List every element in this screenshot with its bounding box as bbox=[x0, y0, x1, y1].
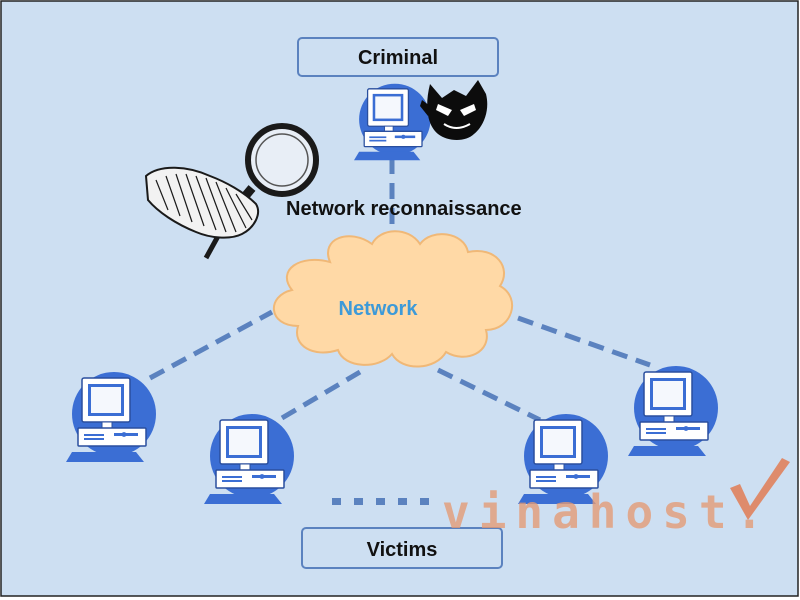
victims-label-box: Victims bbox=[301, 527, 503, 569]
network-links bbox=[148, 158, 651, 423]
reconnaissance-label: Network reconnaissance bbox=[286, 198, 522, 220]
checkmark-icon bbox=[730, 458, 790, 520]
link-victim-3 bbox=[436, 367, 542, 423]
criminal-label: Criminal bbox=[358, 47, 438, 69]
link-victim-2 bbox=[280, 369, 362, 421]
link-victim-1 bbox=[148, 309, 274, 381]
network-cloud: Network bbox=[273, 230, 514, 368]
magnifying-glass-hand-icon bbox=[144, 123, 319, 260]
watermark: vinahost. bbox=[442, 458, 790, 539]
more-victims-dots bbox=[332, 498, 429, 505]
watermark-text: vinahost. bbox=[442, 485, 772, 539]
network-label: Network bbox=[339, 298, 419, 320]
devil-mask-icon bbox=[420, 80, 488, 140]
criminal-label-box: Criminal bbox=[297, 37, 499, 77]
victims-label: Victims bbox=[367, 539, 438, 561]
